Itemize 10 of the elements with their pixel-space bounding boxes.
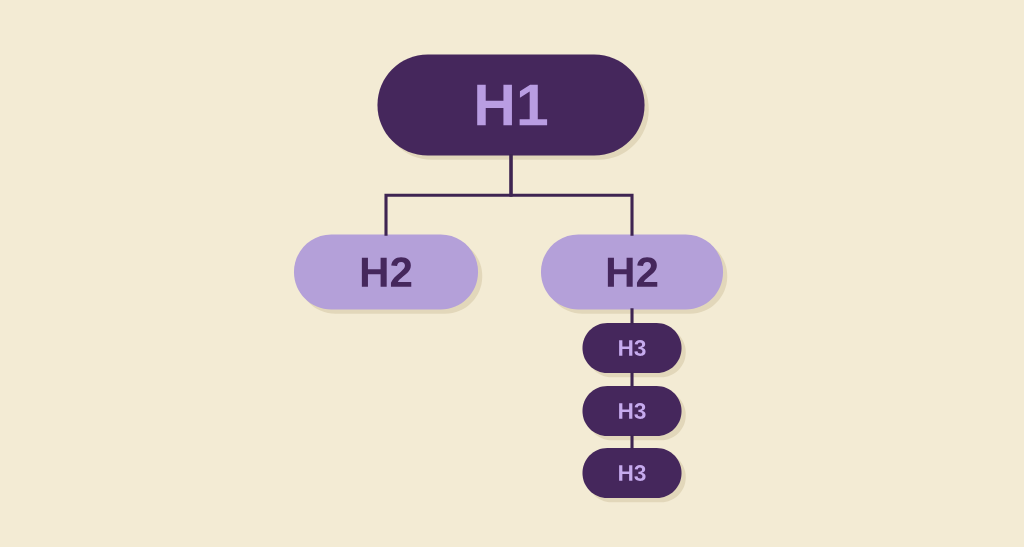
heading-pill: H1 <box>377 54 649 160</box>
connector-line <box>630 371 634 388</box>
subheading-pill: H2 <box>294 234 483 314</box>
connector-line <box>630 308 634 325</box>
connector-line <box>630 434 634 450</box>
subsection-pill: H3 <box>582 448 686 503</box>
connector-line <box>509 154 634 236</box>
subheading-pill: H2 <box>541 234 728 314</box>
subsection-pill: H3 <box>582 323 686 378</box>
subsection-pill: H3 <box>582 386 686 441</box>
